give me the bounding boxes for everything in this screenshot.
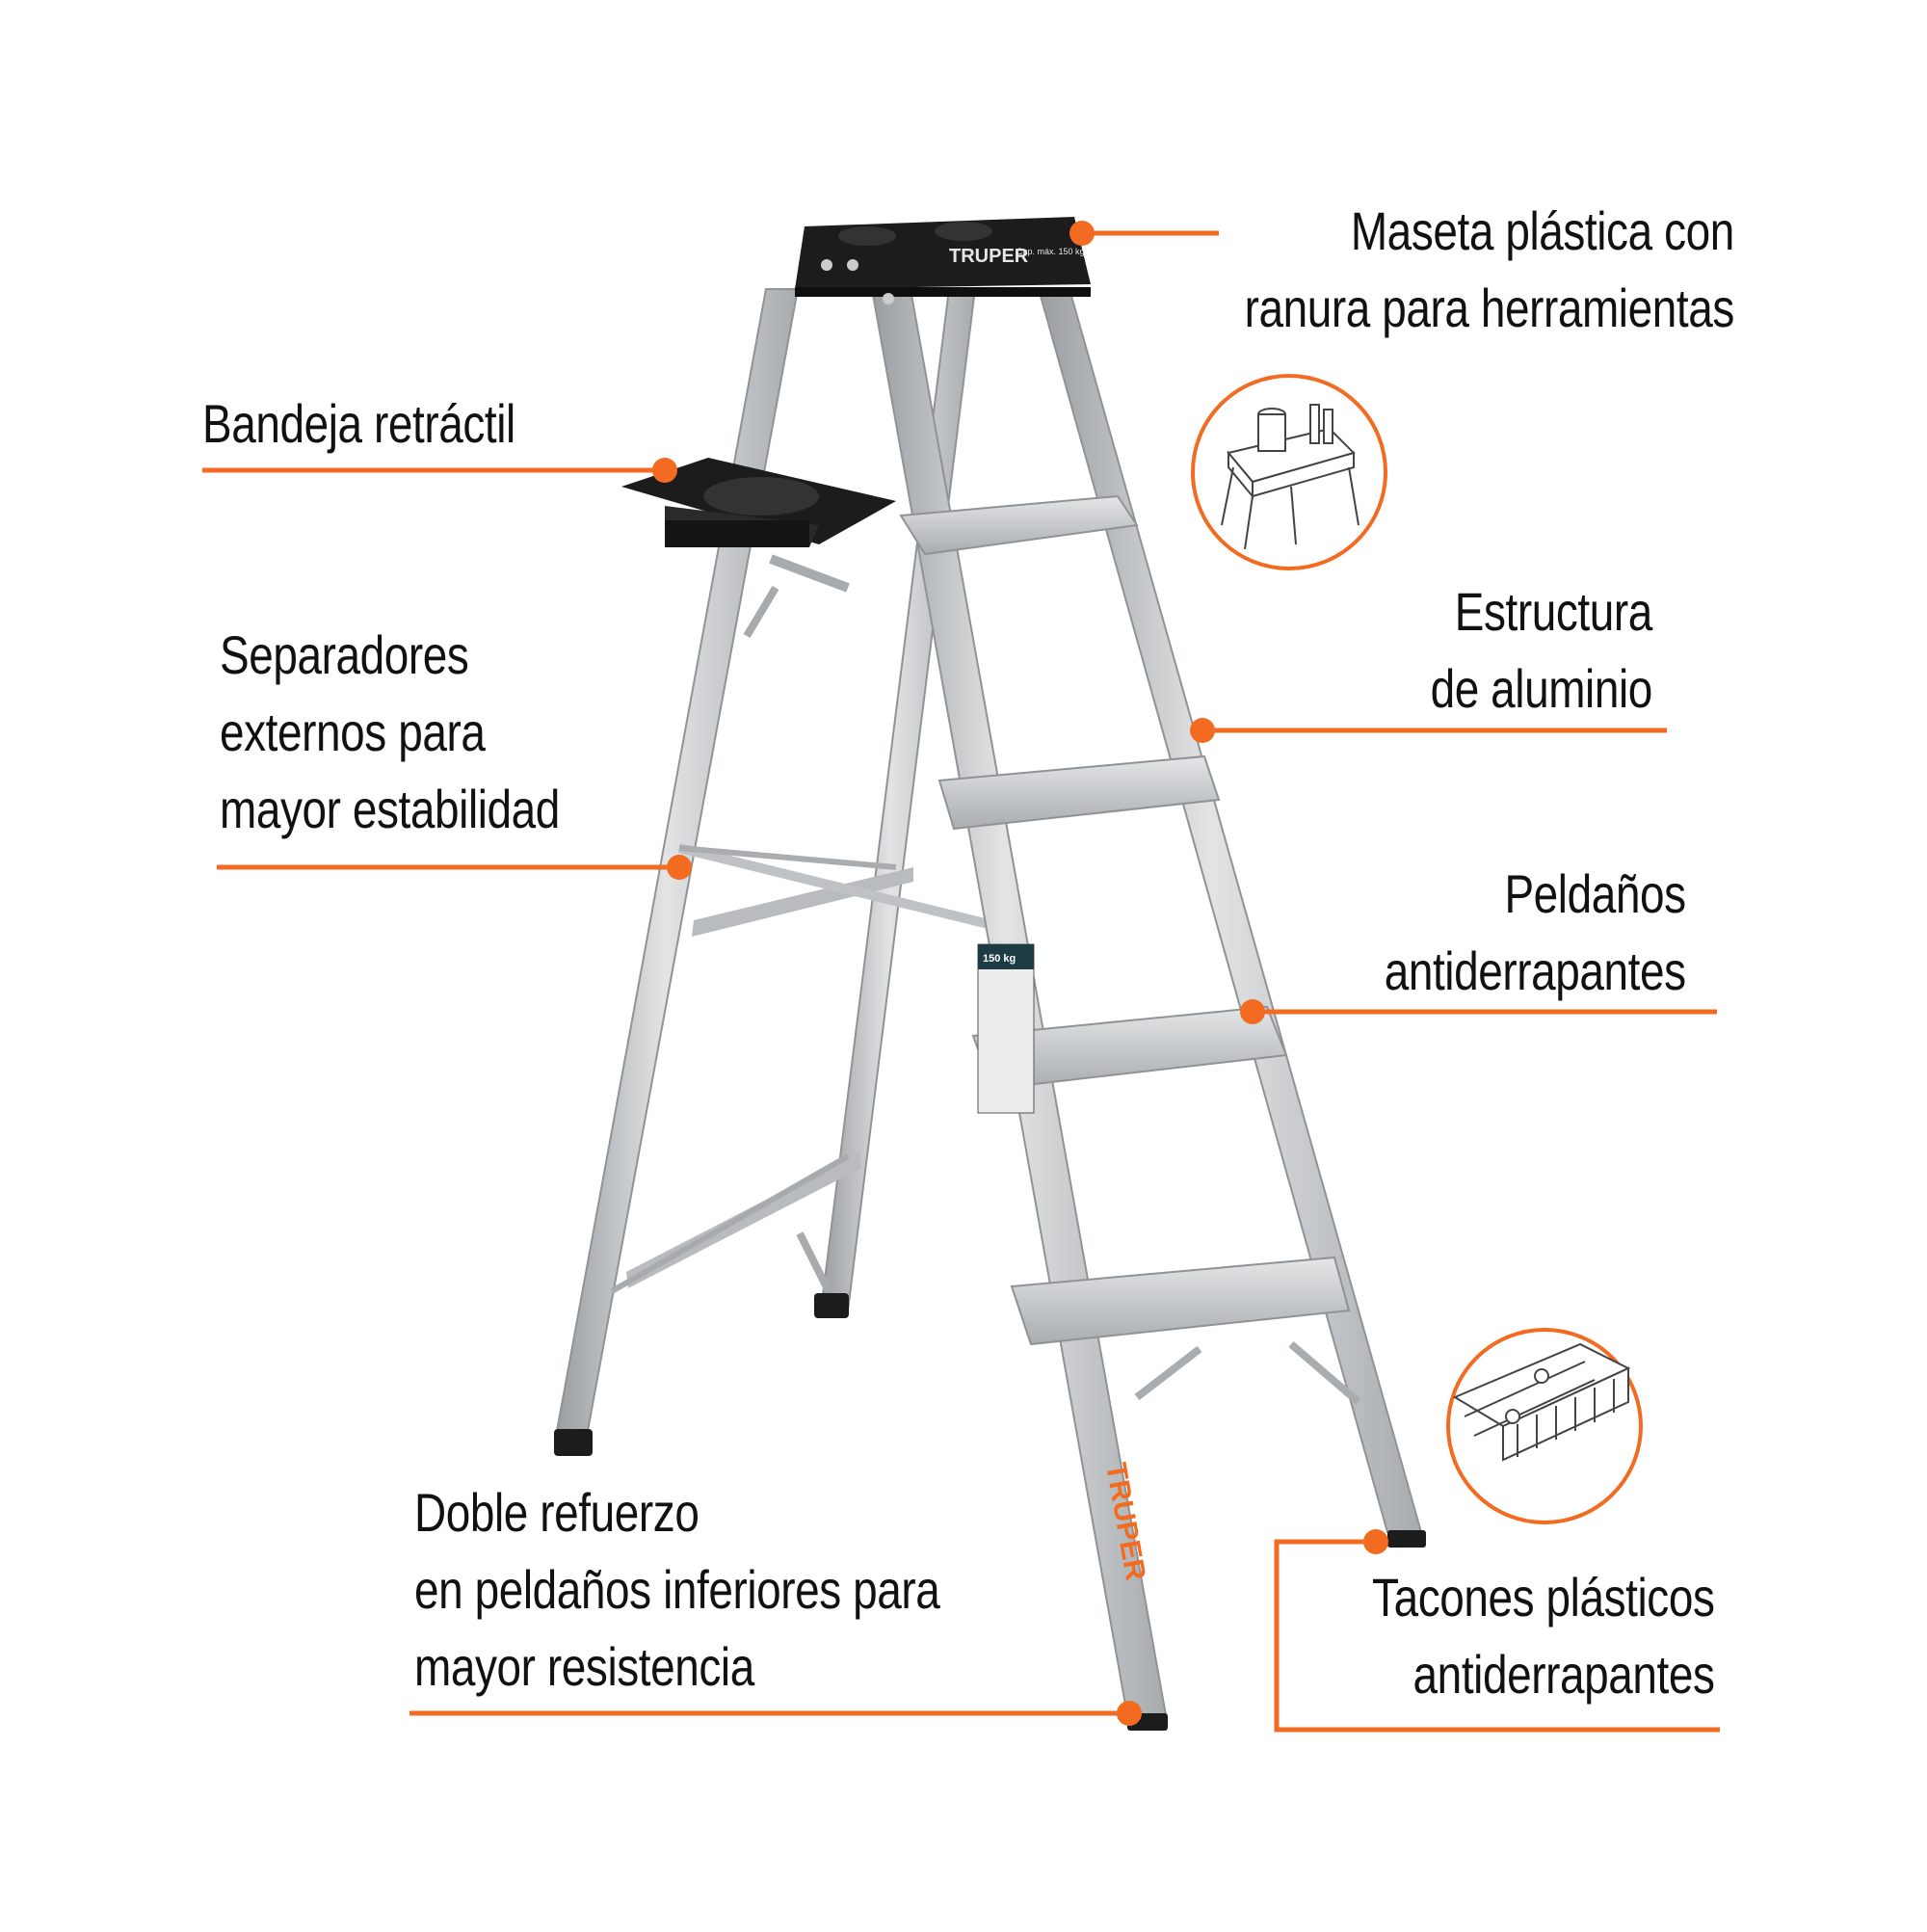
callout-tacones: Tacones plásticos antiderrapantes bbox=[1372, 1559, 1716, 1713]
callout-estructura-line2: de aluminio bbox=[1430, 658, 1653, 719]
callout-dots bbox=[652, 221, 1388, 1726]
callout-separadores-line1: Separadores bbox=[220, 624, 469, 685]
callout-dot-bandeja bbox=[652, 458, 677, 483]
callout-separadores-line2: externos para bbox=[220, 701, 486, 762]
callout-dot-refuerzo bbox=[1117, 1701, 1142, 1726]
callout-bandeja-line1: Bandeja retráctil bbox=[202, 393, 515, 454]
callout-estructura-line1: Estructura bbox=[1454, 581, 1653, 642]
callout-separadores: Separadores externos para mayor estabili… bbox=[220, 617, 560, 848]
callout-tacones-line2: antiderrapantes bbox=[1413, 1644, 1715, 1705]
anti-slip-foot-detail-icon bbox=[1446, 1328, 1643, 1524]
callout-dot-separadores bbox=[667, 855, 692, 880]
ladder-steps bbox=[899, 494, 1361, 1406]
top-cap: TRUPER Cap. máx. 150 kg bbox=[795, 217, 1091, 304]
retractable-tray bbox=[621, 458, 896, 547]
callout-peldanos-line1: Peldaños bbox=[1504, 863, 1687, 924]
leader-line-tacones bbox=[1274, 1539, 1720, 1733]
callout-refuerzo: Doble refuerzo en peldaños inferiores pa… bbox=[414, 1474, 940, 1706]
callout-bandeja: Bandeja retráctil bbox=[202, 385, 515, 463]
callout-dot-estructura bbox=[1190, 718, 1215, 743]
callout-tacones-line1: Tacones plásticos bbox=[1372, 1567, 1716, 1628]
front-right-foot bbox=[1387, 1530, 1426, 1548]
callout-maseta-line1: Maseta plástica con bbox=[1350, 200, 1734, 261]
callout-maseta-line2: ranura para herramientas bbox=[1244, 278, 1735, 338]
spreader-arms bbox=[677, 843, 994, 930]
callout-peldanos: Peldaños antiderrapantes bbox=[1385, 856, 1686, 1010]
callout-dot-tacones bbox=[1363, 1529, 1388, 1554]
callout-refuerzo-line1: Doble refuerzo bbox=[414, 1482, 700, 1543]
tool-tray-detail-icon bbox=[1191, 374, 1387, 570]
warning-sticker: 150 kg bbox=[977, 943, 1035, 1114]
top-cap-wordmark: TRUPER bbox=[949, 246, 1029, 267]
callout-refuerzo-line2: en peldaños inferiores para bbox=[414, 1559, 940, 1620]
capacity-label: Cap. máx. 150 kg bbox=[1016, 247, 1085, 256]
callout-peldanos-line2: antiderrapantes bbox=[1385, 940, 1686, 1001]
sticker-capacity: 150 kg bbox=[983, 953, 1016, 965]
callout-maseta: Maseta plástica con ranura para herramie… bbox=[1244, 193, 1735, 347]
callout-refuerzo-line3: mayor resistencia bbox=[414, 1636, 754, 1697]
callout-estructura: Estructura de aluminio bbox=[1430, 573, 1653, 728]
callout-separadores-line3: mayor estabilidad bbox=[220, 779, 560, 839]
callout-dot-peldanos bbox=[1240, 999, 1265, 1024]
callout-dot-maseta bbox=[1069, 221, 1095, 246]
leader-lines bbox=[202, 230, 1720, 1733]
